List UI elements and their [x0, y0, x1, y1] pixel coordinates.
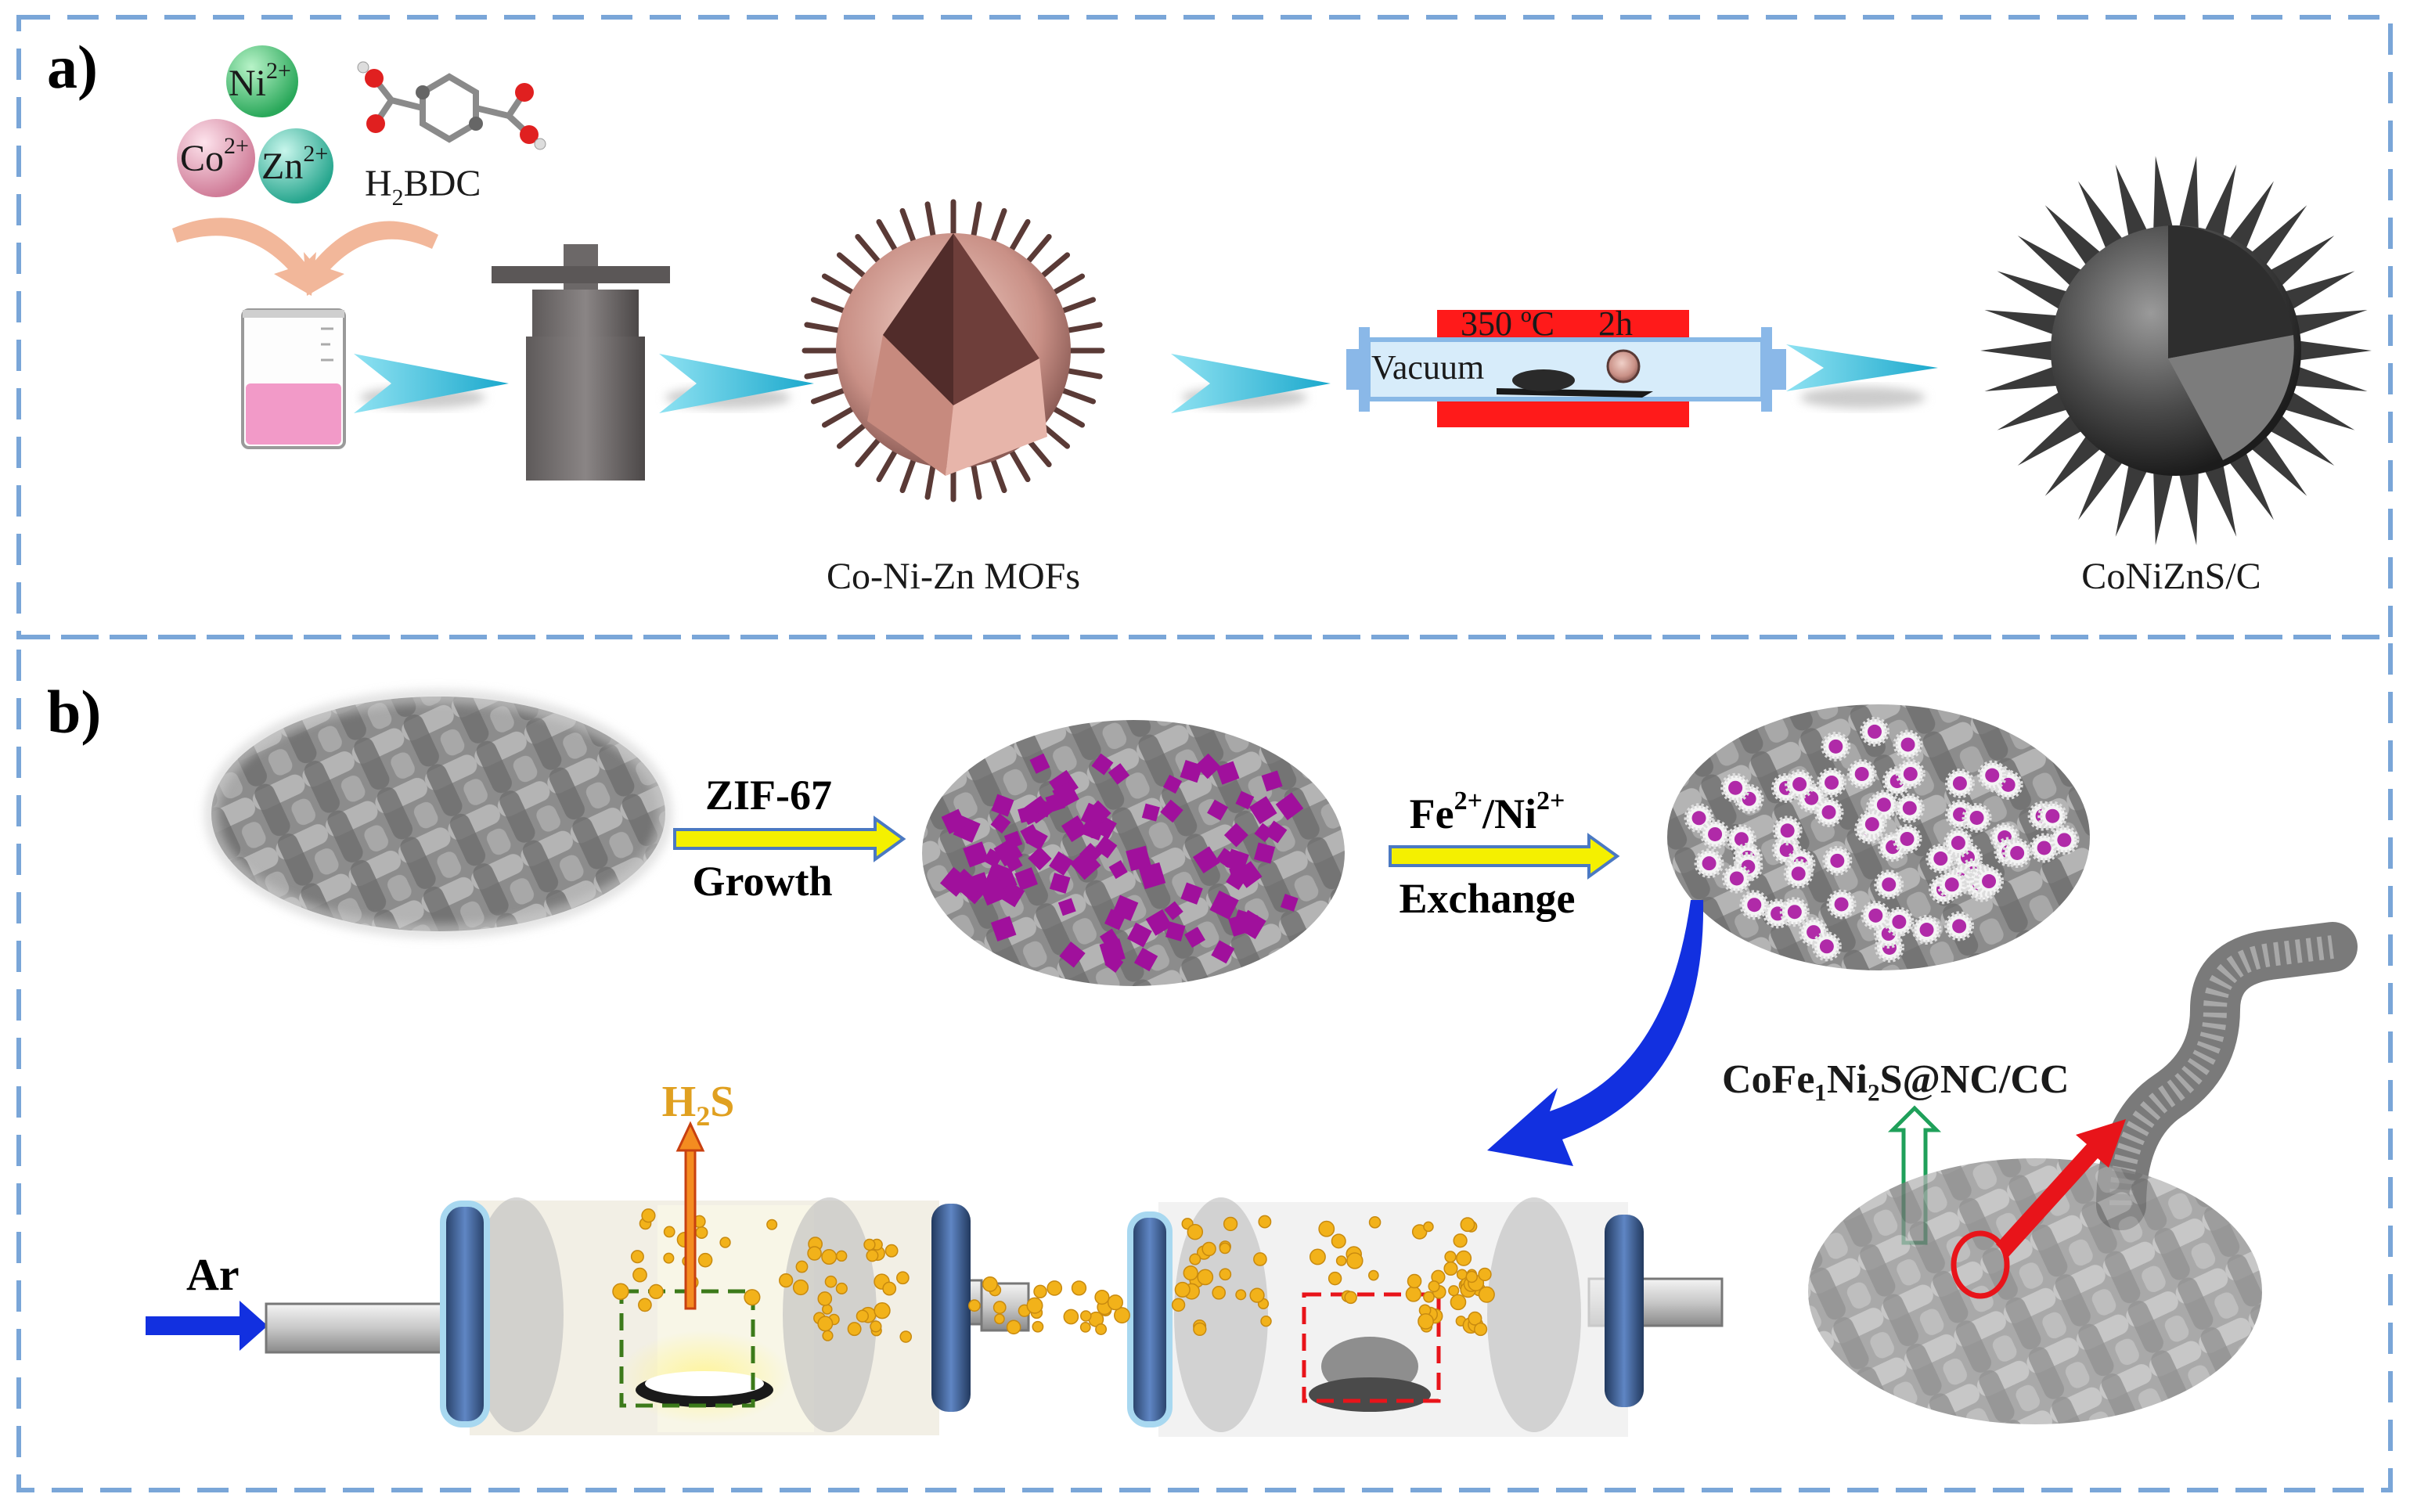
panel-a-label: a)	[47, 33, 98, 101]
step2-bottom-label: Exchange	[1399, 875, 1575, 922]
product-sphere-icon	[1980, 156, 2372, 545]
final-cloth-icon	[1808, 1158, 2262, 1424]
h2s-outlet-arrow	[675, 1121, 705, 1310]
mof-label: Co-Ni-Zn MOFs	[827, 556, 1080, 597]
cyan-arrow-3	[1171, 354, 1331, 413]
blue-curved-arrow	[1487, 900, 1704, 1166]
tube-furnace	[1346, 310, 1786, 427]
carbon-cloth-icon	[204, 689, 672, 938]
step2-top-label: Fe2+/Ni2+	[1410, 787, 1565, 837]
zif67-cloth-icon	[922, 720, 1345, 986]
exchanged-cloth-icon	[1667, 704, 2090, 970]
cyan-arrow-4	[1786, 344, 1938, 409]
mof-sphere-icon	[802, 199, 1105, 502]
beaker-icon	[241, 308, 346, 449]
h2s-label: H2S	[662, 1078, 735, 1132]
step1-bottom-label: Growth	[692, 858, 832, 905]
h2bdc-molecule-icon	[371, 73, 531, 143]
fiber-strand-icon	[2096, 922, 2358, 1230]
yellow-arrow-1	[673, 815, 906, 862]
h2bdc-atoms	[357, 61, 546, 150]
red-zoom-arrow	[1996, 1119, 2126, 1257]
autoclave-icon	[492, 244, 670, 481]
co-ion: Co2+	[177, 119, 255, 197]
product-label-b: CoFe₁Ni₂S@NC/CC	[1722, 1057, 2070, 1102]
furnace-vacuum: Vacuum	[1371, 348, 1484, 387]
panel-b-frame	[16, 635, 2393, 1492]
sulfidation-tube	[265, 1197, 1724, 1437]
ni-ion: Ni2+	[226, 45, 298, 117]
step1-top-label: ZIF-67	[705, 772, 832, 819]
furnace-temp: 350 ºC	[1461, 304, 1554, 343]
yellow-arrow-2	[1389, 833, 1620, 880]
svg-text:Zn2+: Zn2+	[261, 141, 328, 187]
h2bdc-label: H2BDC	[365, 163, 481, 211]
svg-text:Co2+: Co2+	[180, 133, 249, 179]
ar-arrow	[146, 1301, 268, 1351]
zn-ion: Zn2+	[258, 128, 333, 203]
ar-label: Ar	[186, 1249, 240, 1300]
cyan-arrow-1	[354, 354, 509, 413]
furnace-time: 2h	[1598, 304, 1633, 343]
cyan-arrow-2	[659, 354, 814, 413]
product-label-a: CoNiZnS/C	[2081, 556, 2261, 597]
mixing-arrows	[172, 218, 438, 296]
svg-text:Ni2+: Ni2+	[229, 58, 291, 104]
panel-b-label: b)	[47, 678, 101, 746]
